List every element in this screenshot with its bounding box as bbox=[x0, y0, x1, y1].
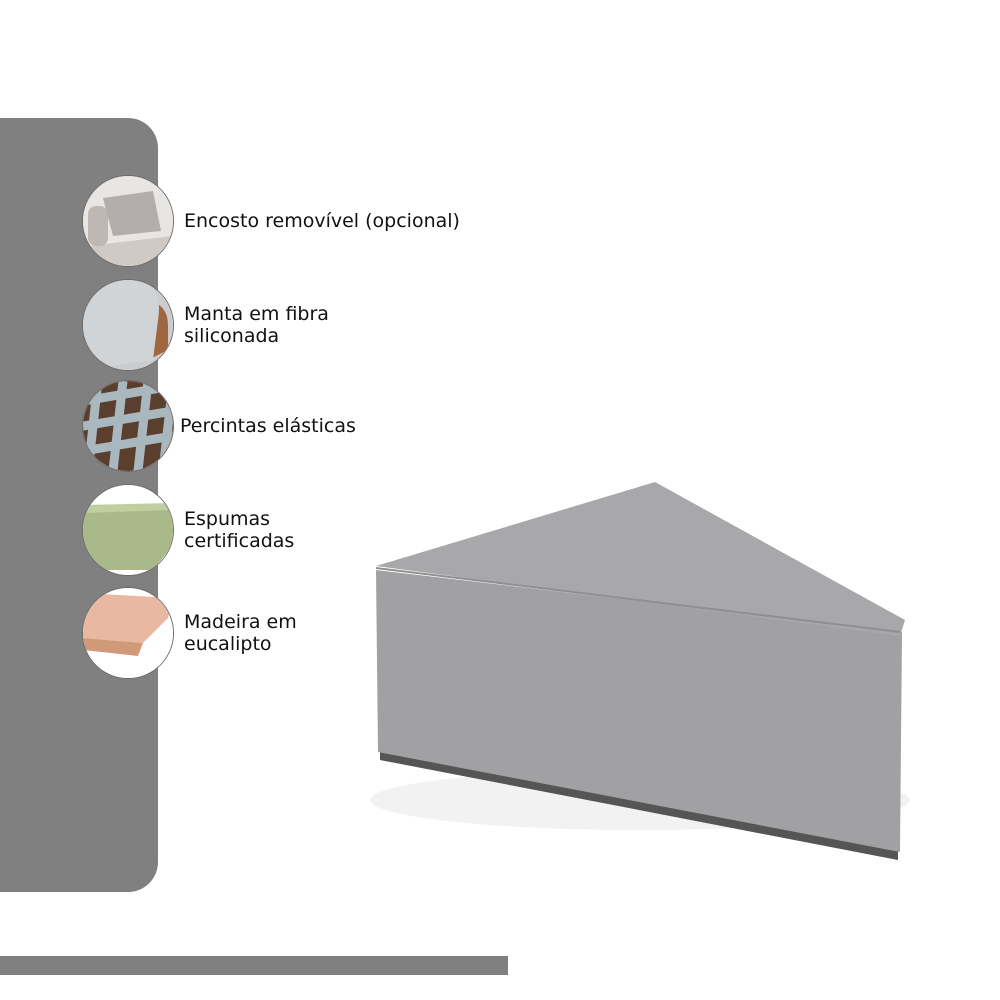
feature-certified-foam: Espumas certificadas bbox=[82, 484, 294, 576]
eucalyptus-wood-icon bbox=[82, 587, 174, 679]
feature-label: Percintas elásticas bbox=[180, 415, 356, 437]
bottom-bar bbox=[0, 956, 508, 975]
feature-label: Encosto removível (opcional) bbox=[184, 210, 460, 232]
removable-backrest-icon bbox=[82, 175, 174, 267]
silicone-fiber-blanket-icon bbox=[82, 279, 174, 371]
feature-removable-backrest: Encosto removível (opcional) bbox=[82, 175, 460, 267]
feature-label: Espumas certificadas bbox=[184, 508, 295, 552]
elastic-straps-icon bbox=[82, 380, 174, 472]
certified-foam-icon bbox=[82, 484, 174, 576]
feature-eucalyptus-wood: Madeira em eucalipto bbox=[82, 587, 297, 679]
feature-silicone-fiber: Manta em fibra siliconada bbox=[82, 279, 329, 371]
feature-elastic-straps: Percintas elásticas bbox=[82, 380, 356, 472]
feature-label: Madeira em eucalipto bbox=[184, 611, 297, 655]
feature-label: Manta em fibra siliconada bbox=[184, 303, 329, 347]
